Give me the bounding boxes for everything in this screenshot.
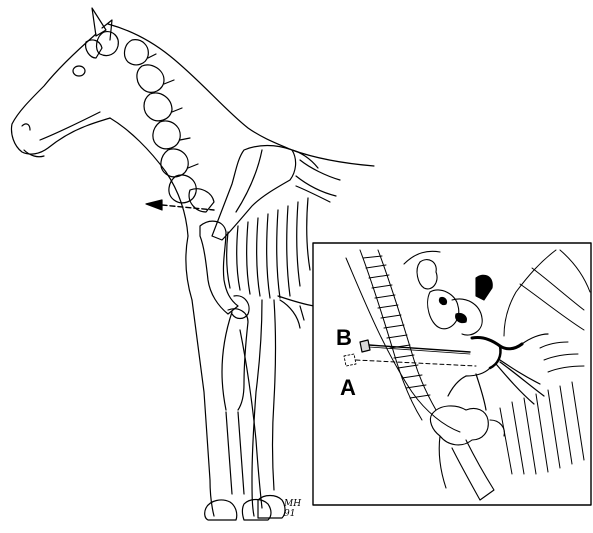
horse-eye [73, 66, 85, 76]
cervical-vertebrae [86, 32, 214, 212]
signature-year: 91 [284, 509, 301, 519]
signature-initials: MH [284, 499, 301, 509]
needle-b-label: B [336, 327, 352, 349]
horse-head [11, 34, 110, 154]
horse-crest [108, 24, 292, 150]
main-injection-marker [146, 200, 214, 210]
needle-arrowhead-icon [146, 200, 162, 210]
artist-signature: MH 91 [284, 499, 301, 519]
scapula [212, 146, 296, 241]
hind-limb-fragment [280, 300, 304, 328]
inset-panel [313, 243, 591, 505]
front-limb [192, 221, 285, 520]
front-hoof [205, 500, 237, 520]
needle-a-label: A [340, 377, 356, 399]
